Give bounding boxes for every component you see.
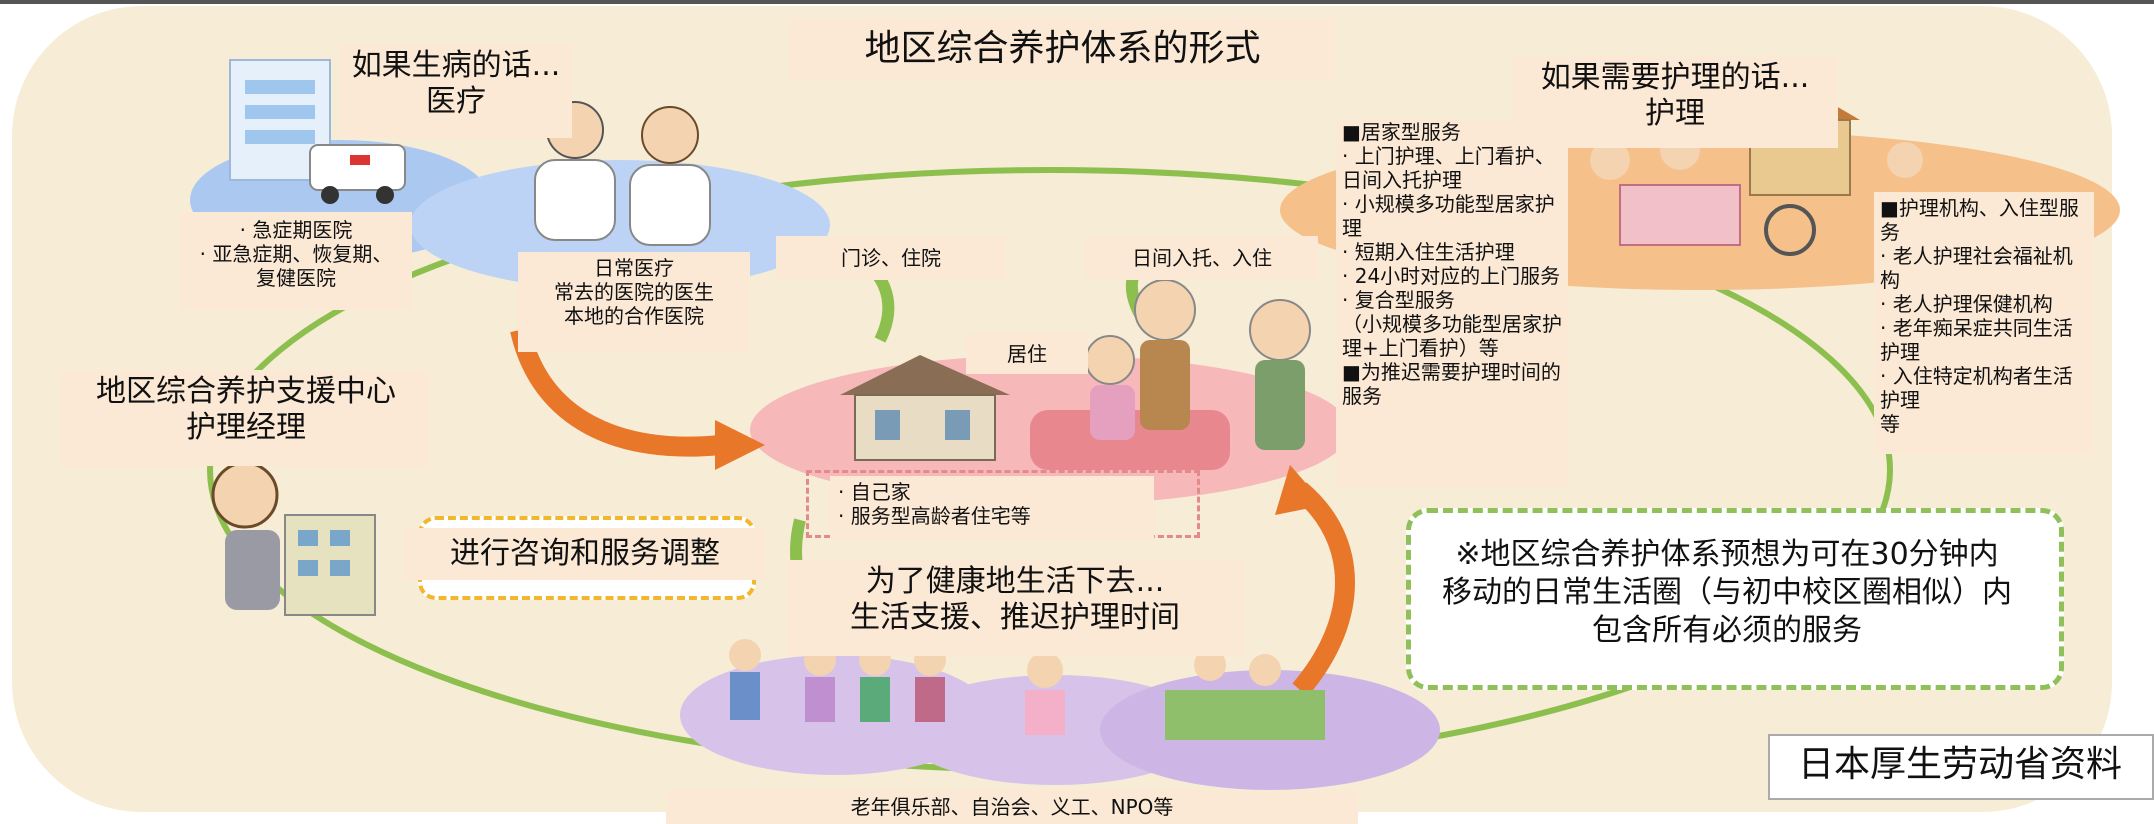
arrow-support-to-home-head xyxy=(1275,465,1325,515)
arrow-support-to-home xyxy=(1292,482,1355,697)
outpatient-label: 门诊、住院 xyxy=(776,236,1006,280)
life-support-heading: 为了健康地生活下去... 生活支援、推迟护理时间 xyxy=(786,560,1244,656)
source-label: 日本厚生劳动省资料 xyxy=(1778,738,2142,792)
daycare-label: 日间入托、入住 xyxy=(1086,236,1318,280)
page-title: 地区综合养护体系的形式 xyxy=(790,18,1335,80)
house-icon xyxy=(840,355,1010,461)
top-border xyxy=(0,0,2154,4)
support-center-heading: 地区综合养护支援中心 护理经理 xyxy=(62,370,430,466)
consult-label: 进行咨询和服务调整 xyxy=(404,528,766,580)
hospital-list: · 急症期医院 · 亚急症期、恢复期、 复健医院 xyxy=(180,212,412,310)
care-manager-icon xyxy=(211,461,376,616)
daily-medical-label: 日常医疗 常去的医院的医生 本地的合作医院 xyxy=(518,252,750,352)
residence-types: · 自己家 · 服务型高龄者住宅等 xyxy=(830,476,1154,540)
residence-label: 居住 xyxy=(966,334,1088,374)
community-orgs-label: 老年俱乐部、自治会、义工、NPO等 xyxy=(666,790,1358,824)
ambulance-icon xyxy=(309,144,406,204)
coverage-note: ※地区综合养护体系预想为可在30分钟内移动的日常生活圈（与初中校区圈相似）内包含… xyxy=(1442,532,2012,662)
arrow-medical-to-home-head xyxy=(715,420,765,470)
doctors-icon xyxy=(534,101,711,246)
seniors-icon xyxy=(729,639,1325,740)
medical-heading: 如果生病的话... 医疗 xyxy=(340,44,572,138)
home-care-services: ■居家型服务 · 上门护理、上门看护、日间入托护理 · 小规模多功能型居家护理 … xyxy=(1336,120,1568,488)
facility-care-services: ■护理机构、入住型服务 · 老人护理社会福祉机构 · 老人护理保健机构 · 老年… xyxy=(1874,192,2094,454)
family-icon xyxy=(1030,279,1311,470)
arrow-medical-to-home xyxy=(510,327,721,457)
